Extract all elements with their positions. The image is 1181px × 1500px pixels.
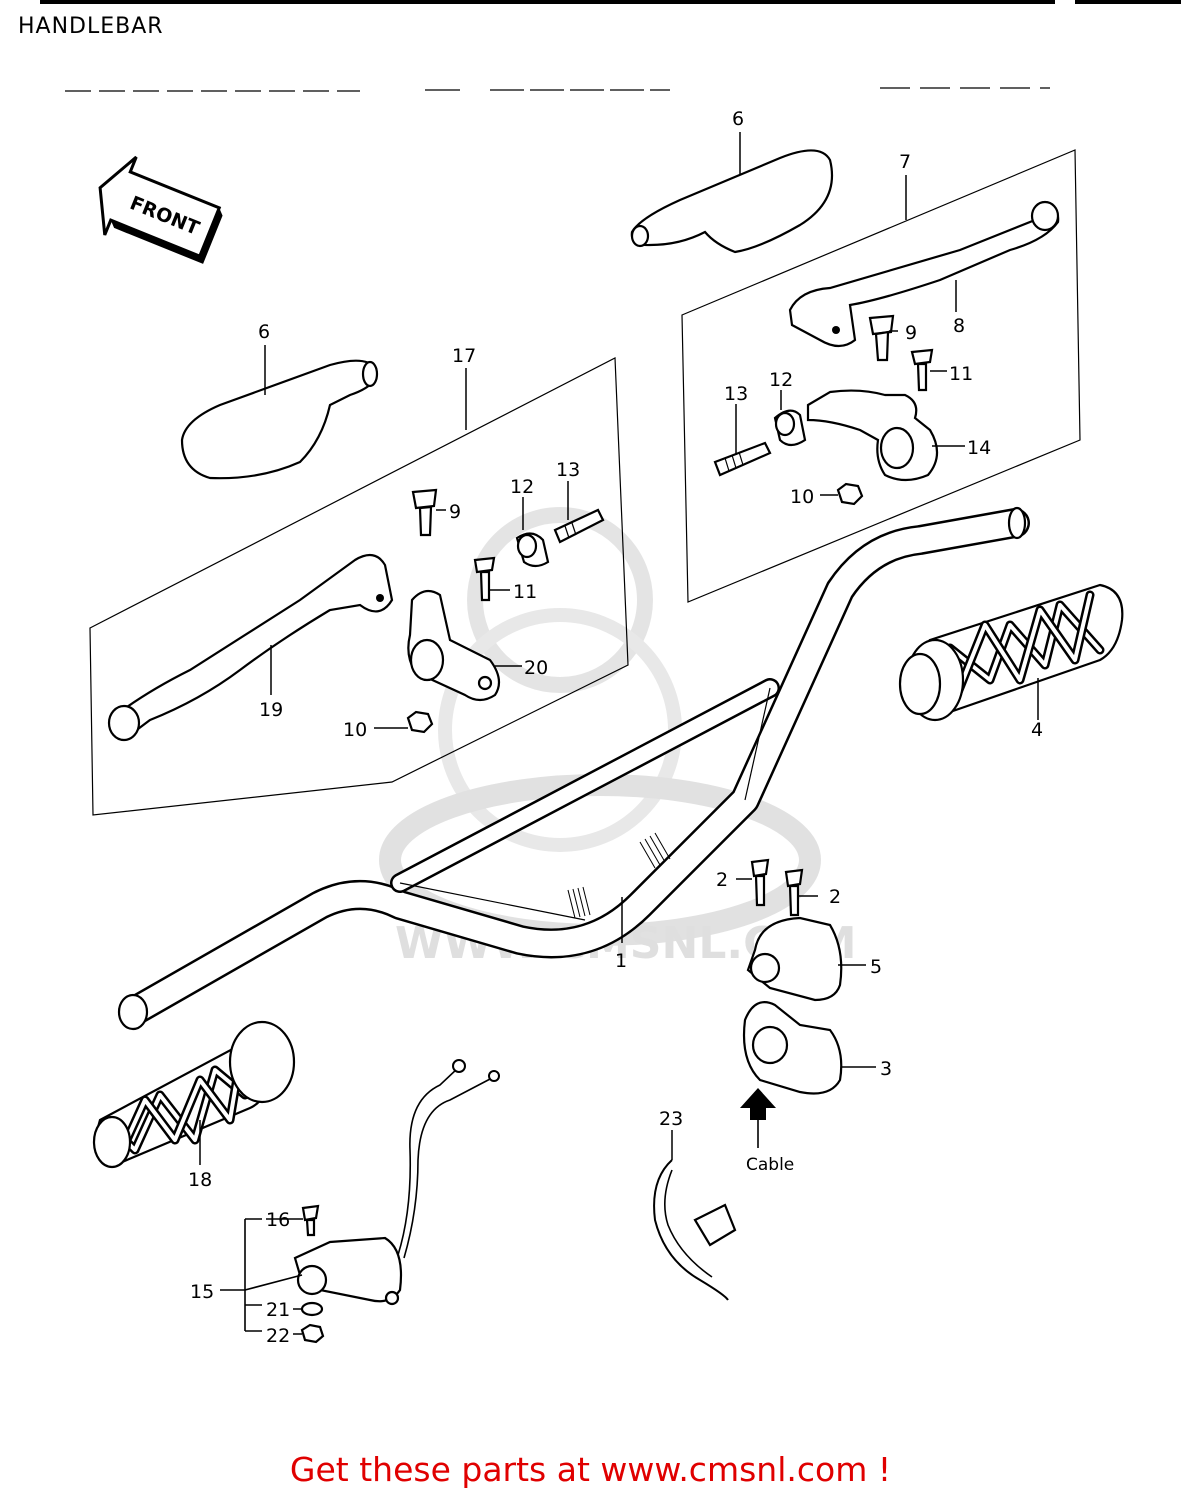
callout-16: 16 [266, 1209, 290, 1231]
handlebar [117, 506, 1030, 1031]
lever-holder-right [806, 389, 939, 482]
nut-left [406, 710, 434, 734]
callout-4: 4 [1031, 719, 1043, 741]
lever-left [107, 553, 394, 742]
callout-8: 8 [953, 315, 965, 337]
switch-washer [300, 1301, 324, 1317]
engine-stop-switch [293, 1059, 500, 1306]
callout-11: 11 [949, 363, 973, 385]
locknut-right [773, 409, 807, 447]
callout-10: 10 [790, 486, 814, 508]
callout-14: 14 [967, 437, 991, 459]
callout-6: 6 [258, 321, 270, 343]
callout-3: 3 [880, 1058, 892, 1080]
callout-15: 15 [190, 1281, 214, 1303]
page-title: HANDLEBAR [18, 14, 164, 39]
header-rules [40, 0, 1181, 92]
callout-5: 5 [870, 956, 882, 978]
callout-18: 22 [266, 1325, 290, 1347]
callout-20: 17 [452, 345, 476, 367]
callout-7: 7 [899, 151, 911, 173]
callout-6: 6 [732, 108, 744, 130]
callout-19: 18 [188, 1169, 212, 1191]
front-arrow-icon: FRONT [98, 155, 223, 264]
group-box-7 [681, 149, 1081, 603]
switch-nut [300, 1323, 325, 1344]
callout-21: 19 [259, 699, 283, 721]
callout-9: 9 [449, 501, 461, 523]
nut-right [836, 482, 864, 506]
callout-17: 21 [266, 1299, 290, 1321]
group-box-20 [89, 357, 629, 816]
grip-cover-right [630, 149, 834, 254]
grip-left [92, 1020, 296, 1169]
lever-holder-left [407, 589, 501, 702]
callouts: 6 7 6 17 8 9 11 12 13 14 10 9 12 13 11 2… [188, 108, 1043, 1347]
callout-23: 23 [659, 1108, 683, 1130]
pivot-bolt-right [868, 314, 895, 362]
callout-13: 13 [556, 459, 580, 481]
throttle-case-lower [742, 1001, 843, 1095]
cable-band [653, 1159, 737, 1301]
callout-11: 11 [513, 581, 537, 603]
cable-arrow-icon [740, 1088, 776, 1148]
callout-2: 2 [829, 886, 841, 908]
callout-22: 20 [524, 657, 548, 679]
leader-lines [199, 132, 1039, 1335]
footer-link[interactable]: Get these parts at www.cmsnl.com ! [289, 1450, 892, 1489]
pivot-bolt-left [411, 488, 438, 537]
callout-9: 9 [905, 322, 917, 344]
screw-left [473, 556, 496, 602]
callout-2: 2 [716, 869, 728, 891]
group-bracket-15 [220, 1218, 303, 1332]
cable-label: Cable [746, 1155, 794, 1175]
locknut-left [515, 532, 550, 568]
adjuster-bolt-left [553, 508, 605, 544]
adjuster-bolt-right [713, 441, 772, 477]
callout-12: 12 [510, 476, 534, 498]
throttle-case-upper [746, 916, 843, 1002]
lever-right [788, 200, 1060, 348]
callout-13: 13 [724, 383, 748, 405]
switch-screw [301, 1204, 320, 1237]
callout-10: 10 [343, 719, 367, 741]
case-screws [750, 858, 804, 917]
grip-cover-left [180, 359, 379, 480]
callout-12: 12 [769, 369, 793, 391]
grip-right [898, 583, 1124, 722]
screw-right [910, 348, 934, 392]
callout-1: 1 [615, 950, 627, 972]
